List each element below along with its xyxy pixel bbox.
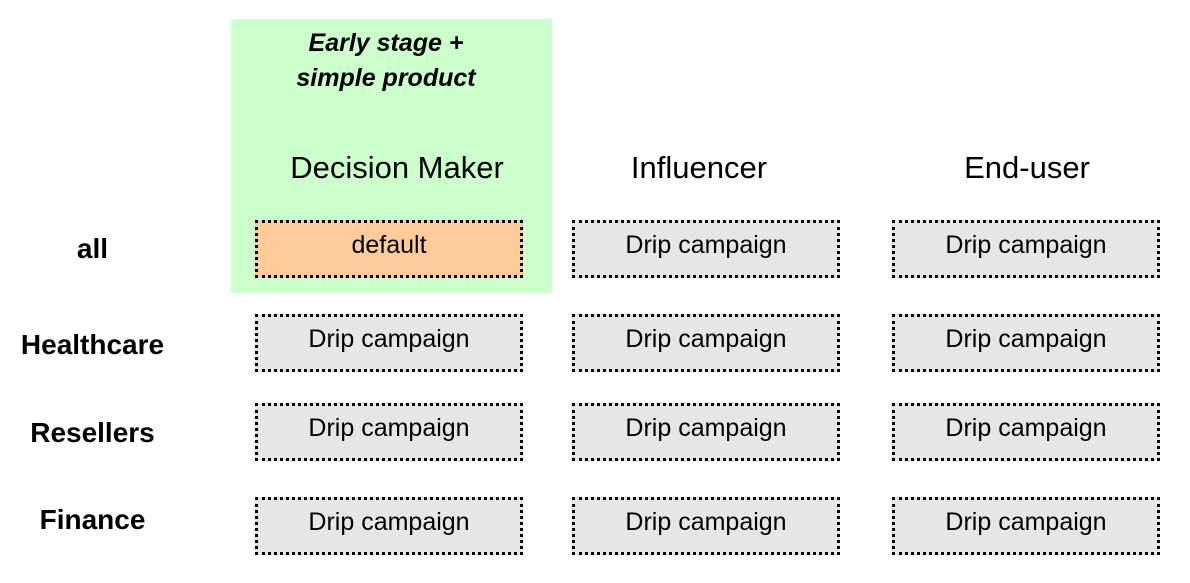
cell-healthcare-decision-maker: Drip campaign (255, 314, 523, 372)
cell-all-end-user: Drip campaign (892, 220, 1160, 278)
early-stage-label-line2: simple product (296, 64, 476, 92)
cell-healthcare-influencer: Drip campaign (572, 314, 840, 372)
column-header-decision-maker: Decision Maker (290, 150, 504, 185)
row-label-finance: Finance (39, 504, 146, 535)
cell-finance-influencer: Drip campaign (572, 497, 840, 555)
column-header-influencer: Influencer (630, 150, 768, 185)
cell-resellers-end-user: Drip campaign (892, 403, 1160, 461)
cell-resellers-influencer: Drip campaign (572, 403, 840, 461)
row-label-all: all (76, 233, 109, 264)
row-label-resellers: Resellers (30, 417, 155, 448)
cell-all-influencer: Drip campaign (572, 220, 840, 278)
early-stage-label-line1: Early stage + (308, 29, 464, 57)
cell-resellers-decision-maker: Drip campaign (255, 403, 523, 461)
cell-finance-decision-maker: Drip campaign (255, 497, 523, 555)
column-header-end-user: End-user (964, 150, 1090, 185)
cell-finance-end-user: Drip campaign (892, 497, 1160, 555)
row-label-healthcare: Healthcare (20, 329, 165, 360)
cell-all-decision-maker: default (255, 220, 523, 278)
early-stage-label: Early stage + simple product (231, 26, 541, 96)
cell-healthcare-end-user: Drip campaign (892, 314, 1160, 372)
